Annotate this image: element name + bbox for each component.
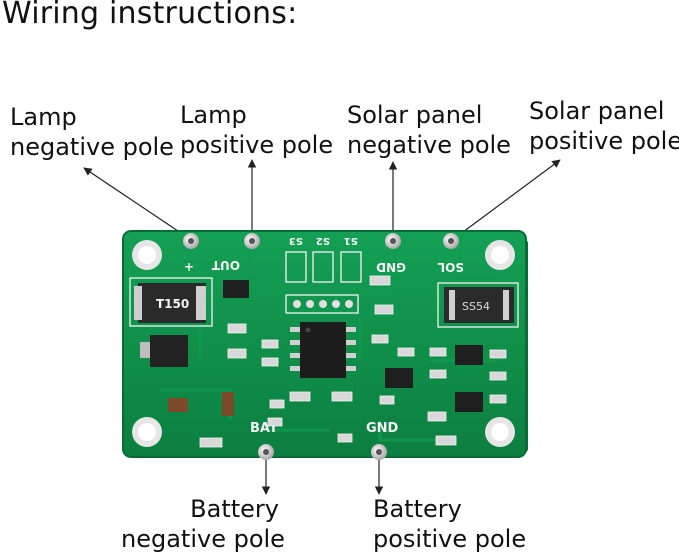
chip-ss54: SS54 [437,282,519,328]
label-lamp-positive-line2: positive pole [180,131,334,159]
label-solar-positive: Solar panel positive pole [529,96,679,156]
silk-gnd-bottom: GND [366,421,399,436]
pcb-board: + OUT S3 S2 S1 GND SOL BAT GND [122,230,528,460]
pointer-arrows [83,159,561,495]
silk-plus: + [184,260,194,274]
label-battery-positive: Battery positive pole [373,494,526,554]
label-lamp-positive-line1: Lamp [180,101,247,129]
label-lamp-positive: Lamp positive pole [180,100,333,160]
label-solar-positive-line2: positive pole [529,127,679,155]
mounting-holes [132,240,515,447]
switch-footprints [285,251,362,283]
label-battery-positive-line1: Battery [373,495,462,523]
label-battery-negative-line2: negative pole [121,525,285,553]
transistors [140,280,483,416]
label-solar-negative-line1: Solar panel [347,101,483,129]
label-lamp-negative-line2: negative pole [10,133,174,161]
header-pins [285,294,359,314]
chip-t150-label: T150 [156,297,189,311]
terminal-pads [183,233,459,460]
label-solar-negative-line2: negative pole [347,131,511,159]
silk-s1: S1 [344,235,358,246]
page-title: Wiring instructions: [2,0,298,31]
arrow-lamp-negative [83,167,179,232]
arrow-solar-positive [462,159,561,233]
label-battery-negative-line1: Battery [190,495,279,523]
silk-s2: S2 [316,235,330,246]
label-battery-positive-line2: positive pole [373,525,527,553]
label-battery-negative: Battery negative pole [121,494,285,554]
silk-gnd-top: GND [376,260,406,274]
main-ic [290,322,356,378]
label-lamp-negative: Lamp negative pole [10,102,174,162]
chip-t150: T150 [129,277,213,327]
silkscreen: + OUT S3 S2 S1 GND SOL BAT GND [184,235,464,436]
label-solar-negative: Solar panel negative pole [347,100,511,160]
chip-ss54-label: SS54 [462,300,490,313]
silk-out: OUT [211,258,240,272]
label-solar-positive-line1: Solar panel [529,97,665,125]
smd-components [199,275,507,448]
silk-sol: SOL [437,260,464,274]
label-lamp-negative-line1: Lamp [10,103,77,131]
silk-s3: S3 [289,235,303,246]
